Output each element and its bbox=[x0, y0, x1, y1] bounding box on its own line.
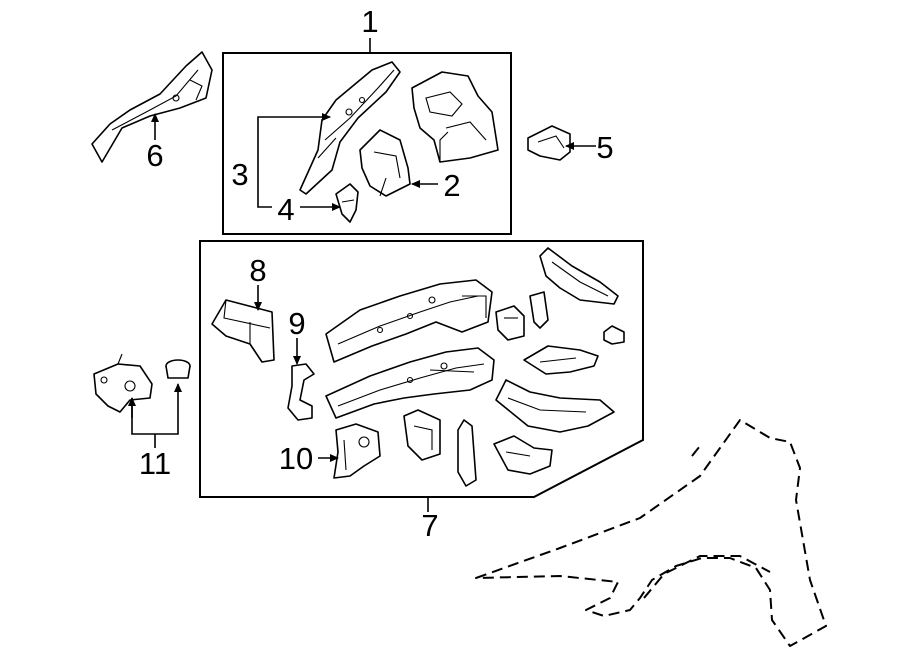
callout-9: 9 bbox=[288, 306, 305, 341]
part-11-cap[interactable] bbox=[165, 359, 191, 379]
part-lower-right-member[interactable] bbox=[495, 379, 615, 433]
callout-7: 7 bbox=[421, 508, 438, 543]
callout-4: 4 bbox=[277, 192, 294, 227]
callout-8: 8 bbox=[249, 253, 266, 288]
fender-outline bbox=[475, 419, 827, 647]
callout-1: 1 bbox=[361, 4, 378, 39]
callout-5: 5 bbox=[596, 130, 613, 165]
part-small-bracket-a[interactable] bbox=[495, 305, 525, 341]
leader-3 bbox=[257, 117, 330, 208]
part-2-bracket[interactable] bbox=[359, 129, 411, 197]
part-6-reinforcement[interactable] bbox=[91, 51, 213, 163]
part-10-bracket[interactable] bbox=[333, 423, 381, 479]
part-bottom-bracket-b[interactable] bbox=[457, 419, 477, 487]
part-top-right-panel[interactable] bbox=[539, 247, 619, 305]
part-5-bracket[interactable] bbox=[527, 125, 571, 161]
part-small-bracket-b[interactable] bbox=[529, 291, 549, 329]
group-box-1 bbox=[222, 52, 512, 235]
part-11-mount[interactable] bbox=[93, 353, 153, 413]
callout-6: 6 bbox=[146, 138, 163, 173]
part-small-clip[interactable] bbox=[603, 325, 625, 345]
callout-11: 11 bbox=[139, 446, 171, 481]
group-box-7 bbox=[199, 240, 644, 498]
part-frame-rail-upper[interactable] bbox=[325, 279, 493, 363]
part-bottom-bracket-a[interactable] bbox=[403, 409, 441, 461]
callout-10: 10 bbox=[279, 441, 313, 476]
part-8-bracket[interactable] bbox=[211, 299, 275, 363]
part-bottom-bracket-c[interactable] bbox=[493, 435, 553, 475]
part-frame-rail-lower[interactable] bbox=[325, 347, 495, 419]
callout-2: 2 bbox=[443, 168, 460, 203]
part-9-stay[interactable] bbox=[287, 363, 315, 421]
part-mid-bracket[interactable] bbox=[523, 345, 599, 375]
part-4-gusset[interactable] bbox=[335, 183, 359, 223]
callout-3: 3 bbox=[231, 157, 248, 192]
part-1-shock-tower[interactable] bbox=[411, 71, 499, 163]
